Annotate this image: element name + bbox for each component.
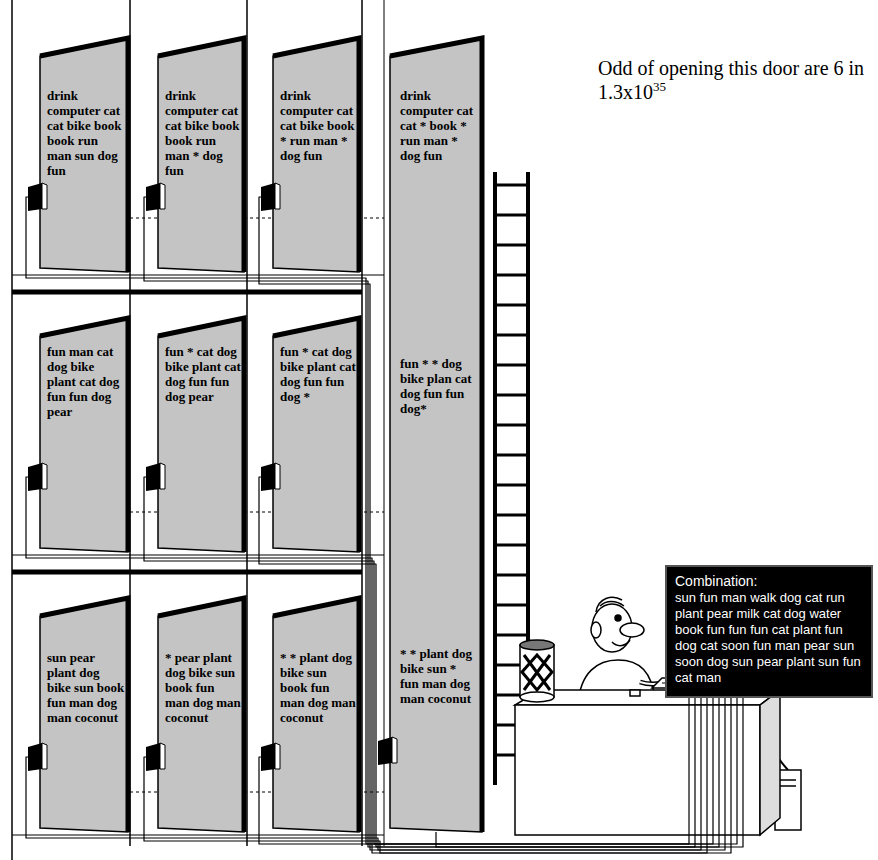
odds-text: Odd of opening this door are 6 in 1.3x10 [598, 57, 864, 103]
exponent: 35 [653, 79, 666, 94]
door-lock [160, 463, 165, 489]
door-word-list: fun * * dog bike plan cat dog fun fun do… [400, 356, 478, 416]
door-lock [42, 743, 47, 769]
door-outline [40, 38, 128, 272]
door-outline [273, 318, 359, 552]
door-word-list: * * plant dog bike sun * fun man dog man… [400, 646, 478, 706]
lock-wire [26, 698, 725, 850]
door-panel: * * plant dog bike sun book fun man dog … [273, 598, 359, 832]
door-panel: drink computer cat cat bike book * run m… [273, 38, 359, 272]
door-outline [273, 38, 359, 272]
door-lock [146, 463, 160, 491]
person [612, 640, 630, 646]
cabinet-frame [11, 0, 13, 860]
door-outline [40, 598, 128, 832]
lock-wire [26, 197, 689, 844]
door-lock [275, 183, 280, 209]
cabinet-frame [12, 290, 362, 295]
desk [760, 690, 780, 835]
door-outline [158, 38, 244, 272]
door-outline [273, 38, 359, 272]
computer-tower [780, 779, 796, 781]
door-lock [275, 743, 280, 769]
door-lock [42, 183, 47, 209]
door-panel: * pear plant dog bike sun book fun man d… [158, 598, 244, 832]
monitor-text: sun fun man walk dog cat run plant pear … [675, 590, 863, 686]
door-word-list: fun * cat dog bike plant cat dog fun fun… [280, 344, 356, 404]
door-lock [146, 743, 160, 771]
mug [520, 692, 554, 702]
mug [522, 655, 552, 690]
door-panel: drink computer cat cat * book * run man … [390, 38, 482, 832]
door-panel: sun pear plant dog bike sun book fun man… [40, 598, 128, 832]
desk [630, 690, 640, 696]
door-lock [28, 183, 42, 211]
door-word-list: drink computer cat cat bike book * run m… [280, 88, 356, 163]
door-word-list: fun man cat dog bike plant cat dog fun f… [47, 344, 125, 419]
door-outline [390, 38, 482, 832]
mug [520, 640, 554, 650]
door-lock [275, 463, 280, 489]
person [578, 597, 672, 705]
door-panel: drink computer cat cat bike book book ru… [158, 38, 244, 272]
door-panel: fun * cat dog bike plant cat dog fun fun… [158, 318, 244, 552]
door-outline [158, 318, 244, 552]
computer-tower [780, 785, 796, 787]
door-outline [390, 38, 482, 832]
mug [520, 645, 554, 697]
monitor-text: Combination: [675, 573, 863, 590]
door-lock [378, 737, 392, 765]
desk [515, 678, 780, 835]
person [615, 615, 621, 621]
door-outline [40, 598, 128, 832]
door-outline [40, 318, 128, 552]
ladder [493, 172, 497, 785]
cabinet-frame [12, 0, 384, 860]
door-outline [158, 598, 244, 832]
door-lock [160, 743, 165, 769]
door-word-list: drink computer cat cat bike book book ru… [47, 88, 125, 178]
door-word-list: drink computer cat cat * book * run man … [400, 88, 478, 163]
door-word-list: drink computer cat cat bike book book ru… [165, 88, 241, 178]
cabinet-frame [12, 835, 384, 836]
door-outline [158, 38, 244, 272]
door-outline [273, 598, 359, 832]
door-panel: drink computer cat cat bike book book ru… [40, 38, 128, 272]
mug [520, 640, 554, 702]
door-word-list: * pear plant dog bike sun book fun man d… [165, 650, 241, 725]
door-panel: fun * cat dog bike plant cat dog fun fun… [273, 318, 359, 552]
cabinet-frame [12, 275, 384, 276]
door-lock [392, 737, 397, 763]
door-lock [261, 183, 275, 211]
desk [515, 705, 760, 835]
door-outline [158, 598, 244, 832]
person [596, 597, 624, 612]
odds-note: Odd of opening this door are 6 in 1.3x10… [598, 56, 868, 104]
door-lock [261, 743, 275, 771]
door-lock [146, 183, 160, 211]
door-outline [40, 318, 128, 552]
door-outline [273, 318, 359, 552]
cabinet-frame [384, 0, 385, 846]
door-word-list: fun * cat dog bike plant cat dog fun fun… [165, 344, 241, 404]
door-word-list: * * plant dog bike sun book fun man dog … [280, 650, 356, 725]
cabinet-frame [12, 570, 362, 575]
door-outline [158, 318, 244, 552]
door-panel: fun man cat dog bike plant cat dog fun f… [40, 318, 128, 552]
door-lock [261, 463, 275, 491]
monitor-screen: Combination:sun fun man walk dog cat run… [665, 565, 873, 698]
door-lock [28, 463, 42, 491]
cabinet-frame [12, 555, 384, 556]
door-outline [40, 38, 128, 272]
door-lock [42, 463, 47, 489]
door-lock [160, 183, 165, 209]
person [620, 623, 644, 637]
door-word-list: sun pear plant dog bike sun book fun man… [47, 650, 125, 725]
door-outline [273, 598, 359, 832]
door-lock [28, 743, 42, 771]
person [591, 622, 601, 638]
